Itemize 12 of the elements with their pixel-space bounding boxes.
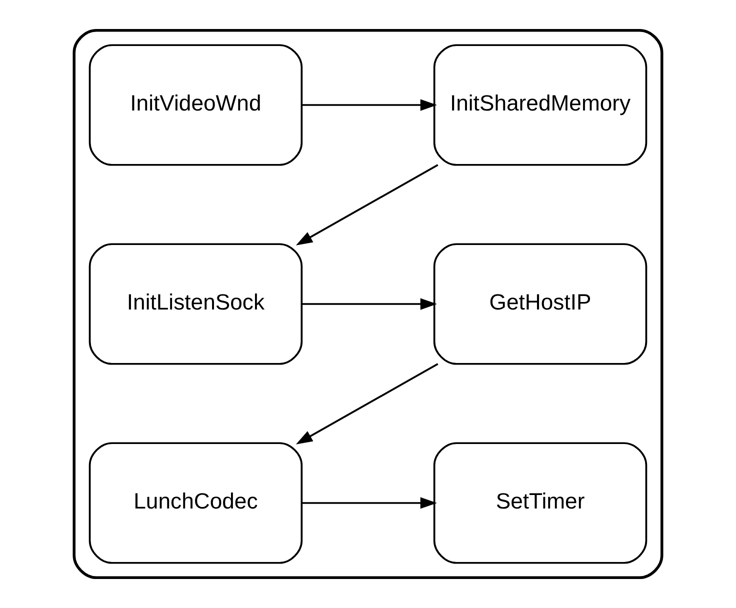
node-box: GetHostIP	[433, 243, 648, 365]
node-box: LunchCodec	[88, 442, 303, 564]
arrow	[296, 363, 438, 444]
cluster	[72, 29, 664, 579]
node-box: InitSharedMemory	[433, 44, 648, 166]
node-box: InitVideoWnd	[88, 44, 303, 166]
arrow	[296, 164, 438, 246]
arrow	[302, 99, 437, 111]
node-box: SetTimer	[433, 442, 648, 564]
node-box: InitListenSock	[88, 243, 303, 365]
arrow	[302, 298, 437, 310]
arrow	[302, 497, 437, 509]
